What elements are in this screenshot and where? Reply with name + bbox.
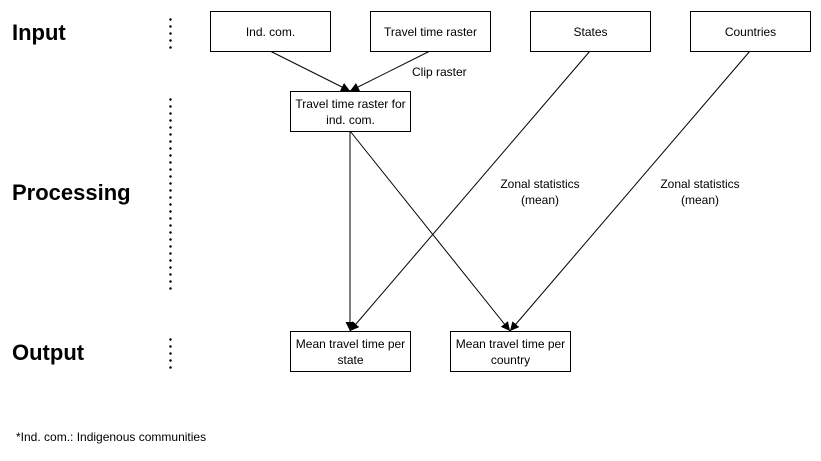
input-box-travel-time-raster-label: Travel time raster <box>384 24 477 39</box>
dotted-separator-output <box>169 336 172 372</box>
output-box-per-country: Mean travel time per country <box>450 331 571 372</box>
processing-box-clipped-raster-label: Travel time raster for ind. com. <box>295 96 406 127</box>
arrow-clipped-to-country <box>349 130 511 332</box>
footnote: *Ind. com.: Indigenous communities <box>16 430 207 444</box>
processing-box-clipped-raster: Travel time raster for ind. com. <box>290 91 411 132</box>
input-box-states: States <box>530 11 651 52</box>
dotted-separator-processing <box>169 96 172 292</box>
dotted-separator-input <box>169 16 172 52</box>
output-box-per-country-label: Mean travel time per country <box>455 336 566 367</box>
input-box-countries-label: Countries <box>724 24 777 39</box>
arrow-raster-to-clipped <box>349 50 431 92</box>
stage-label-input: Input <box>12 20 66 45</box>
output-box-per-state: Mean travel time per state <box>290 331 411 372</box>
input-box-ind-com-label: Ind. com. <box>245 24 296 39</box>
stage-label-processing: Processing <box>12 180 131 205</box>
input-box-ind-com: Ind. com. <box>210 11 331 52</box>
clip-raster-label: Clip raster <box>412 65 467 79</box>
stage-label-output: Output <box>12 340 85 365</box>
zonal-statistics-label-states: Zonal statistics (mean) <box>500 177 580 207</box>
arrow-indcom-to-clipped <box>269 50 351 92</box>
input-box-countries: Countries <box>690 11 811 52</box>
output-box-per-state-label: Mean travel time per state <box>295 336 406 367</box>
zonal-statistics-label-countries: Zonal statistics (mean) <box>660 177 740 207</box>
input-box-states-label: States <box>573 24 608 39</box>
arrow-states-to-state <box>349 50 591 332</box>
input-box-travel-time-raster: Travel time raster <box>370 11 491 52</box>
arrow-countries-to-country <box>509 50 751 332</box>
